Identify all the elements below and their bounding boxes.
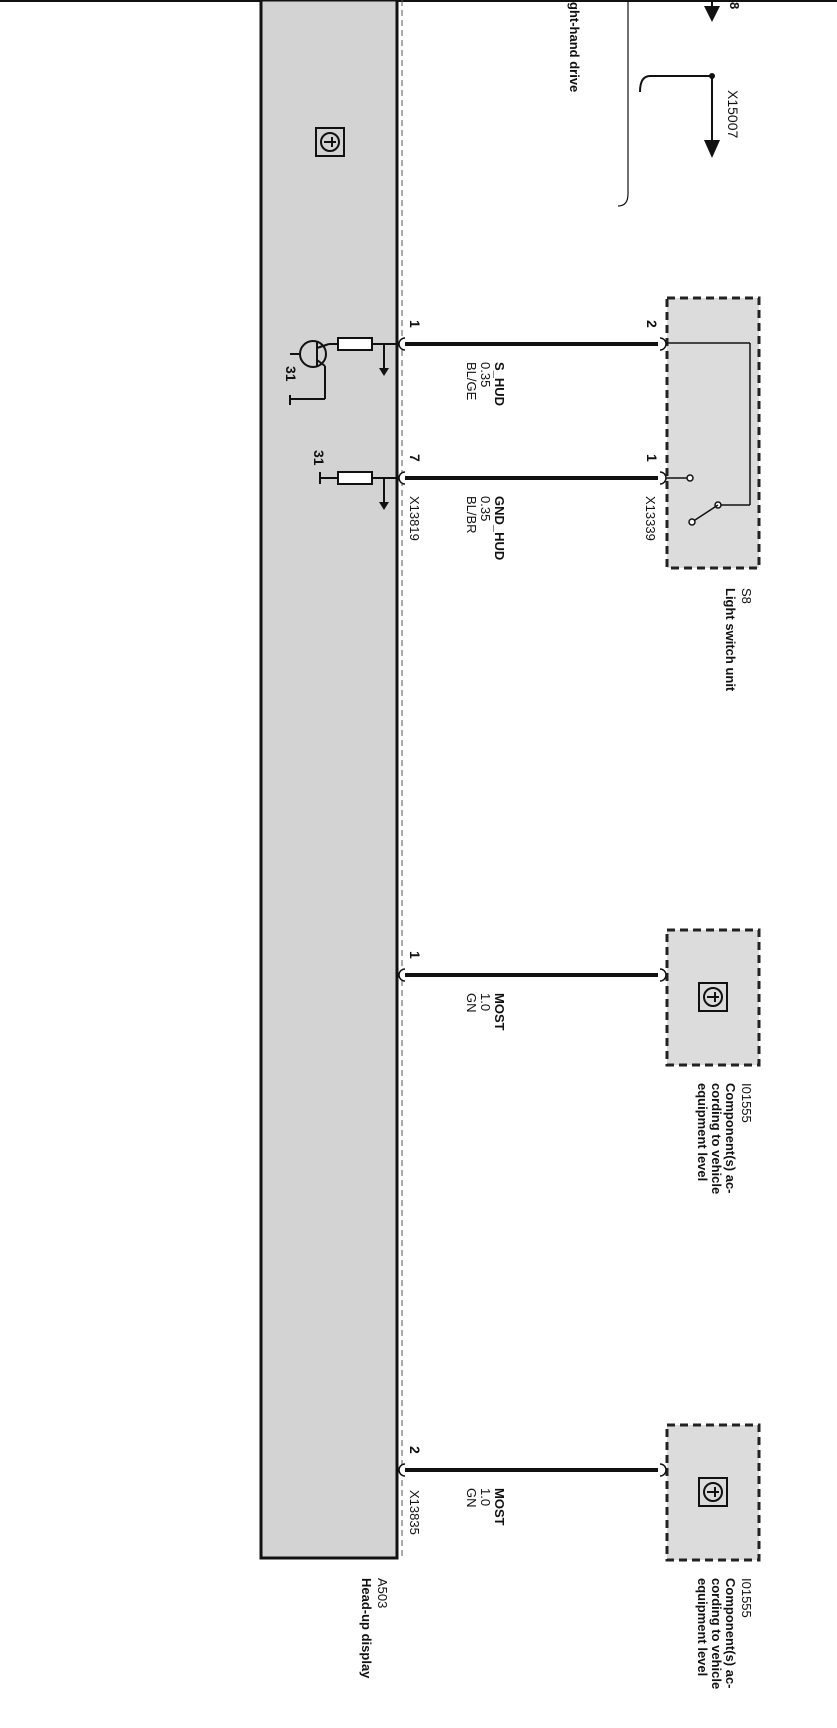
wire-signal-label: GND_HUD — [492, 496, 507, 560]
wire-signal-label: S_HUD — [492, 362, 507, 406]
module-pin-label: 1 — [407, 951, 423, 959]
connector-x13835-label: X13835 — [407, 1490, 422, 1535]
component-2-desc-line: Component(s) ac- — [723, 1578, 738, 1689]
wire-color-label: BL/BR — [464, 496, 479, 534]
wire-color-label: BL/GE — [464, 362, 479, 401]
component-2-control-unit-icon — [698, 1477, 728, 1507]
component-1-id: I01555 — [739, 1083, 754, 1123]
module-pin-label: 1 — [407, 320, 423, 328]
component-2-desc-line: cording to vehicle — [709, 1578, 724, 1689]
light-switch-unit-box — [665, 296, 761, 570]
component-1-desc-line: cording to vehicle — [709, 1083, 724, 1194]
wire-gauge-label: 0.35 — [478, 362, 493, 387]
module-pin-label: 2 — [407, 1446, 423, 1454]
wire-signal-label: MOST — [492, 1488, 507, 1526]
connector-x15007-label: X15007 — [725, 90, 741, 138]
switch-unit-name: Light switch unit — [723, 588, 738, 692]
switch-unit-id: S8 — [739, 588, 754, 604]
component-box-2 — [665, 1423, 761, 1562]
module-connector-ends — [398, 337, 406, 1477]
wire-gauge-label: 0.35 — [478, 496, 493, 521]
wire-color-label: GN — [464, 993, 479, 1013]
hud-pin7-resistor — [319, 471, 397, 510]
variant-bracket — [617, 0, 629, 207]
component-1-control-unit-icon — [698, 982, 728, 1012]
top-fragment-pin-label: 8 — [727, 2, 742, 9]
module-id: A503 — [375, 1578, 390, 1608]
component-connector-ends — [659, 337, 667, 1477]
hud-transistor-symbol — [289, 340, 338, 405]
component-2-desc-line: equipment level — [695, 1578, 710, 1676]
variant-partial-label: ght-hand drive — [567, 2, 582, 92]
hud-control-unit-icon — [315, 127, 345, 157]
module-pin-label: 7 — [407, 454, 423, 462]
top-connector-arrows — [639, 0, 720, 158]
module-name: Head-up display — [359, 1578, 374, 1679]
hud-transistor-ground-label: 31 — [283, 366, 299, 382]
component-2-id: I01555 — [739, 1578, 754, 1618]
wire-gauge-label: 1.0 — [478, 993, 493, 1011]
component-1-desc-line: equipment level — [695, 1083, 710, 1181]
switch-pin-label: 1 — [644, 454, 660, 462]
wire-gauge-label: 1.0 — [478, 1488, 493, 1506]
hud-pin1-resistor — [337, 337, 397, 376]
component-1-desc-line: Component(s) ac- — [723, 1083, 738, 1194]
hud-pin7-ground-label: 31 — [311, 450, 327, 466]
connector-x13819-label: X13819 — [407, 496, 422, 541]
wire-signal-label: MOST — [492, 993, 507, 1031]
switch-pin-label: 2 — [644, 320, 660, 328]
wire-color-label: GN — [464, 1488, 479, 1508]
connector-x13339-label: X13339 — [643, 496, 658, 541]
hud-module-block — [259, 0, 399, 1560]
